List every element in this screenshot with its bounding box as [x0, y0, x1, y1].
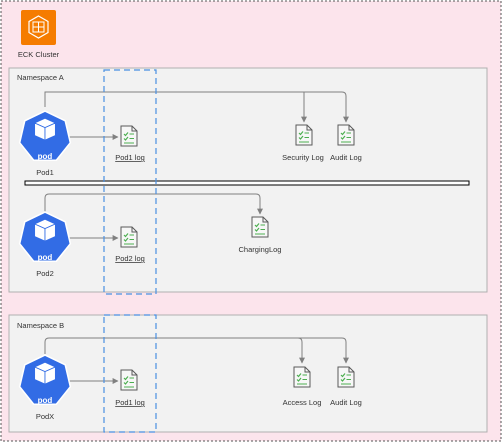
pod-separator [24, 180, 470, 186]
pod2-log-label: Pod2 log [115, 254, 145, 263]
pod2-badge: pod [38, 253, 53, 262]
namespace-a-title: Namespace A [17, 73, 64, 82]
pod2-label: Pod2 [36, 269, 54, 278]
pod2-log-icon [120, 226, 138, 248]
audit-log-a-label: Audit Log [330, 153, 362, 162]
podx-label: PodX [36, 412, 54, 421]
connector-pod1-audit [300, 91, 349, 123]
pod1-label: Pod1 [36, 168, 54, 177]
connector-podx-audit [298, 337, 349, 364]
access-log-icon [293, 366, 311, 388]
namespace-a-connectors [44, 91, 349, 241]
security-log-label: Security Log [282, 153, 324, 162]
connector-podx-access [44, 337, 305, 364]
namespace-a-box [8, 67, 488, 293]
sidecar-box-namespace-a [103, 69, 157, 295]
podx-log-icon [120, 369, 138, 391]
charging-log-label: ChargingLog [239, 245, 282, 254]
audit-log-a-icon [337, 124, 355, 146]
pod1-log-icon [120, 125, 138, 147]
connector-pod2-charging [44, 193, 263, 215]
podx-badge: pod [38, 396, 53, 405]
access-log-label: Access Log [283, 398, 322, 407]
charging-log-icon [251, 216, 269, 238]
namespace-b-connectors [44, 337, 349, 384]
eck-cluster-icon [21, 10, 56, 45]
namespace-b-box [8, 314, 488, 433]
namespace-b-title: Namespace B [17, 321, 64, 330]
cluster-label: ECK Cluster [18, 50, 60, 59]
audit-log-b-icon [337, 366, 355, 388]
podx-log-label: Pod1 log [115, 398, 145, 407]
pod1-badge: pod [38, 152, 53, 161]
audit-log-b-label: Audit Log [330, 398, 362, 407]
sidecar-box-namespace-b [103, 314, 157, 433]
pod1-log-label: Pod1 log [115, 153, 145, 162]
security-log-icon [295, 124, 313, 146]
connector-pod1-security [44, 91, 307, 123]
